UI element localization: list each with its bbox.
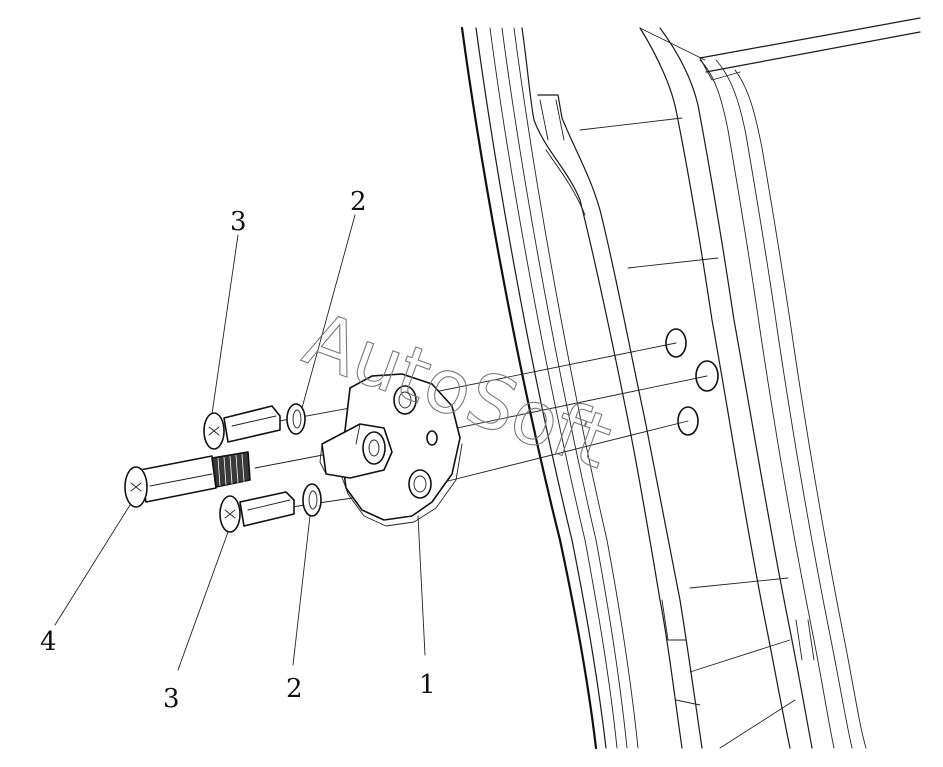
frame-right-3 (699, 59, 835, 749)
plate-hole-lower-inner (413, 475, 427, 493)
door-panel (460, 17, 921, 750)
long-bolt-thread-marks (217, 453, 245, 487)
door-edge-line-3 (501, 27, 628, 749)
callout-part-4: 4 (40, 627, 57, 657)
door-outer-edge (460, 26, 598, 750)
washer-lower (302, 483, 322, 517)
long-bolt (124, 451, 251, 508)
cross-member-2 (627, 257, 719, 269)
screw-lower-recess (224, 509, 236, 519)
washer-upper (286, 403, 306, 435)
long-bolt-recess (130, 482, 142, 492)
screw-upper (203, 405, 281, 450)
frame-right-5 (734, 69, 867, 749)
leader-part-2-upper (301, 214, 356, 409)
door-edge-line-1 (475, 27, 607, 749)
washer-lower-outer (302, 483, 322, 517)
leader-part-3-lower (177, 531, 229, 671)
leader-part-3-upper (211, 234, 239, 415)
door-edge-line-4 (513, 27, 639, 749)
washer-lower-inner (308, 490, 318, 510)
door-channel-detail (539, 99, 586, 216)
top-rail-2 (705, 31, 921, 73)
centerline-upper (404, 342, 677, 399)
washer-upper-outer (286, 403, 306, 435)
top-rail-3 (639, 27, 741, 81)
plate-hole-small (426, 430, 438, 446)
striker-plate (319, 373, 463, 527)
door-channel-left (521, 27, 683, 749)
striker-boss-hole (362, 431, 386, 465)
callout-part-3-upper: 3 (230, 207, 247, 237)
screw-upper-shank-line (231, 415, 277, 427)
screw-upper-shank (223, 405, 281, 443)
callout-labels: 1 2 2 3 3 4 (40, 187, 436, 714)
callout-part-2-upper: 2 (350, 187, 367, 217)
screw-lower-shank (239, 491, 295, 527)
frame-right-1 (639, 27, 791, 749)
washer-upper-inner (292, 409, 302, 429)
frame-right-4 (715, 59, 853, 749)
door-edge-line-2 (489, 27, 618, 749)
cross-member-1 (579, 117, 683, 131)
plate-hole-upper-inner (398, 391, 412, 409)
top-rail-1 (699, 17, 921, 59)
callout-part-2-lower: 2 (286, 674, 303, 704)
centerline-lower (419, 420, 689, 489)
lower-channel-detail (661, 599, 815, 706)
frame-right-2 (659, 27, 813, 749)
leader-part-4 (54, 504, 131, 626)
plate-hole-lower (408, 469, 432, 499)
screw-upper-recess (208, 426, 220, 436)
striker-boss-hole-inner (368, 439, 380, 457)
leader-part-2-lower (292, 515, 311, 666)
striker-boss-side (319, 423, 361, 475)
cross-member-3 (689, 577, 789, 589)
callout-part-3-lower: 3 (163, 684, 180, 714)
long-bolt-shank (139, 455, 217, 503)
screw-lower (219, 491, 295, 533)
callout-part-1: 1 (419, 670, 436, 700)
long-bolt-shank-line (149, 473, 213, 487)
plate-hole-upper (393, 385, 417, 415)
cross-member-5 (719, 699, 796, 749)
cross-member-4 (689, 639, 791, 673)
screw-lower-shank-line (247, 499, 291, 511)
leader-lines (54, 214, 426, 671)
leader-part-1 (417, 515, 426, 656)
